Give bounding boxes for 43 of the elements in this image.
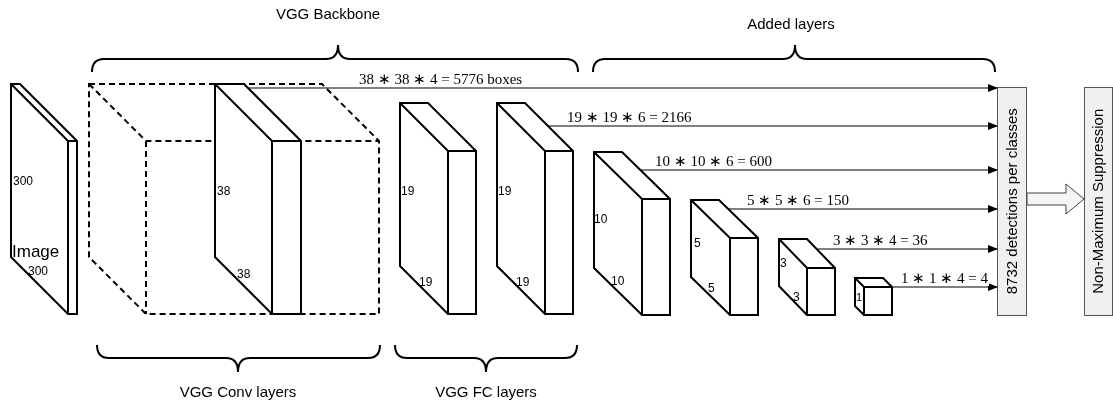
arrow xyxy=(817,245,998,253)
dimension-label: 3 xyxy=(780,257,787,269)
arrow xyxy=(640,166,998,174)
edge-label: 19 ∗ 19 ∗ 6 = 2166 xyxy=(566,110,693,125)
output-box xyxy=(997,87,1027,316)
feature-map-block xyxy=(854,277,893,316)
arrow xyxy=(248,84,998,92)
group-label: Added layers xyxy=(747,16,835,31)
edge-label: 1 ∗ 1 ∗ 4 = 4 xyxy=(900,271,989,286)
dimension-label: 19 xyxy=(516,276,530,288)
dimension-label: 38 xyxy=(237,268,251,280)
dimension-label: 300 xyxy=(13,175,34,187)
dimension-label: 5 xyxy=(694,237,701,249)
dimension-label: 19 xyxy=(498,185,512,197)
edge-label: 3 ∗ 3 ∗ 4 = 36 xyxy=(832,233,929,248)
dimension-label: 19 xyxy=(401,185,415,197)
group-label: VGG FC layers xyxy=(435,384,537,399)
dimension-label: 3 xyxy=(793,291,800,303)
dimension-label: 10 xyxy=(611,275,625,287)
edge-label: 5 ∗ 5 ∗ 6 = 150 xyxy=(746,193,850,208)
vertical-label: Non-Maximum Suppression xyxy=(1088,108,1108,295)
group-label: VGG Backbone xyxy=(275,6,381,21)
edge-label: 38 ∗ 38 ∗ 4 = 5776 boxes xyxy=(358,72,524,87)
feature-map-block xyxy=(214,83,302,315)
dimension-label: 300 xyxy=(28,265,49,277)
dimension-label: 38 xyxy=(217,185,231,197)
edge-label: 10 ∗ 10 ∗ 6 = 600 xyxy=(654,154,773,169)
feature-map-block xyxy=(593,151,671,316)
output-box xyxy=(1084,87,1113,316)
feature-map-block xyxy=(399,102,477,315)
dimension-label: 5 xyxy=(708,282,715,294)
dimension-label: 10 xyxy=(594,213,608,225)
block-arrow xyxy=(1026,183,1085,215)
arrow xyxy=(728,205,998,213)
dashed-cuboid xyxy=(88,83,380,315)
block-label: Image xyxy=(12,242,60,260)
dimension-label: 19 xyxy=(419,276,433,288)
group-label: VGG Conv layers xyxy=(179,384,297,399)
vertical-label: 8732 detections per classes xyxy=(1001,108,1021,295)
arrow xyxy=(548,122,998,130)
feature-map-block xyxy=(10,83,78,315)
arrow xyxy=(892,283,998,291)
dimension-label: 1 xyxy=(856,291,863,303)
